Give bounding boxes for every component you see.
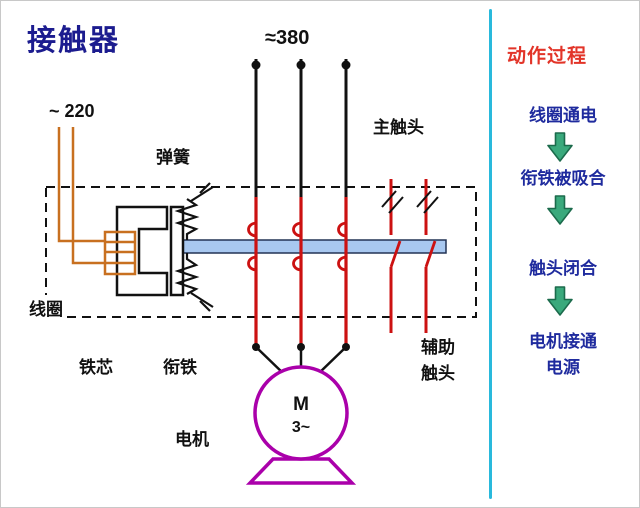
motor-phase: 3~ [292, 419, 310, 436]
process-step-motor-powered: 电机接通电源 [529, 332, 597, 378]
armature-label: 衔铁 [163, 358, 197, 377]
auxiliary-contacts [381, 179, 439, 333]
process-panel-title: 动作过程 [507, 46, 588, 67]
down-arrow-icon [547, 132, 573, 162]
motor-circle [253, 365, 349, 461]
armature-bar [180, 239, 447, 254]
three-phase-voltage-label: ≈380 [265, 27, 310, 49]
spring-bottom [174, 253, 214, 312]
process-step-armature-attracted: 衔铁被吸合 [520, 169, 606, 188]
motor-label: 电机 [175, 430, 209, 449]
armature-plate [169, 205, 185, 297]
page-title: 接触器 [27, 25, 121, 57]
motor-base [245, 457, 357, 485]
contactor-enclosure-dashed-box [45, 186, 477, 318]
process-step-coil-energized: 线圈通电 [529, 106, 597, 125]
aux-contact-label: 辅助触头 [421, 338, 455, 383]
down-arrow-icon [547, 286, 573, 316]
main-contact-label: 主触头 [373, 118, 424, 137]
iron-core-label: 铁芯 [79, 358, 113, 377]
motor-letter: M [293, 394, 309, 415]
motor-symbol-group: M 3~ [245, 365, 357, 485]
coil-voltage-label: ~ 220 [49, 101, 95, 121]
down-arrow-icon [547, 195, 573, 225]
process-step-contacts-close: 触头闭合 [529, 259, 597, 278]
coil-winding [57, 127, 137, 276]
spring-label: 弹簧 [156, 148, 190, 167]
coil-label: 线圈 [27, 295, 65, 320]
spring-top [174, 182, 214, 240]
panel-divider [489, 9, 492, 499]
three-phase-lines [251, 59, 351, 197]
main-contacts [247, 197, 348, 347]
